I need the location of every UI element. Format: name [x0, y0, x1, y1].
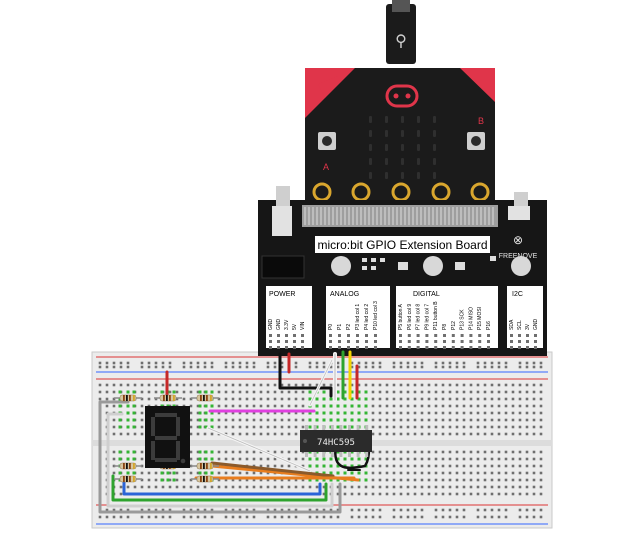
segment [151, 441, 155, 460]
display-segments [151, 413, 180, 462]
pin-label: P0 [328, 324, 334, 330]
board-title: micro:bit GPIO Extension Board [317, 238, 487, 252]
digital-section-label: DIGITAL [413, 291, 440, 298]
microbit: ⚲ A B [305, 0, 495, 202]
segment [155, 458, 177, 462]
pin-label: P7 led col 8 [416, 304, 422, 330]
segment [176, 441, 180, 460]
pin-label: P15 MOSI [477, 307, 483, 330]
board-title-box [315, 236, 490, 253]
pin-label: P6 led col 9 [407, 304, 413, 330]
buzzer-right [511, 256, 531, 276]
brand-logo-icon: ⊗ [513, 233, 523, 247]
wire-black-gnd[interactable] [278, 352, 333, 398]
pin-label: VIN [300, 321, 306, 330]
wire-lightgray-seg[interactable] [106, 412, 334, 508]
resistor[interactable] [114, 475, 142, 483]
pin-label: GND [268, 319, 274, 331]
pin-label: GND [276, 319, 282, 331]
pin-label: 3.3V [284, 319, 290, 330]
segment [155, 413, 177, 417]
shift-register-chip: 74HC595 [300, 425, 372, 457]
i2c-section-label: I2C [512, 291, 523, 298]
wire-gray-seg[interactable] [98, 400, 342, 514]
chip-body [300, 430, 372, 452]
pin-label: P4 led col 2 [364, 304, 370, 330]
led-matrix [369, 116, 436, 179]
pin-label: 3V [525, 323, 531, 330]
pin-label: P14 MISO [468, 307, 474, 330]
display-digit: 8 [0, 0, 1, 1]
power-jack [261, 255, 305, 279]
pin-label: P12 [451, 321, 457, 330]
button-b-label: B [478, 116, 484, 126]
seven-segment-display: 8 [0, 0, 190, 468]
segment [151, 417, 155, 436]
resistor[interactable] [191, 462, 219, 470]
resistor[interactable] [191, 475, 219, 483]
usb-cable [386, 4, 416, 64]
buzzer-center [423, 256, 443, 276]
pin-label: GND [533, 319, 539, 331]
pin-label: P13 SCK [460, 309, 466, 330]
segment [155, 436, 177, 440]
microbit-body [305, 68, 495, 200]
pin-label: P1 [337, 324, 343, 330]
pin-label: P2 [346, 324, 352, 330]
resistor[interactable] [114, 462, 142, 470]
wire-green-seg[interactable] [111, 474, 328, 502]
extension-board: micro:bit GPIO Extension Board FREENOVE … [258, 186, 547, 356]
pin-label: P5 button A [398, 303, 404, 330]
wire-brown-seg[interactable] [210, 461, 335, 478]
resistor[interactable] [191, 394, 219, 402]
pin-label: P8 [442, 324, 448, 330]
buzzer-left [331, 256, 351, 276]
chip-label: 74HC595 [317, 438, 355, 448]
microbit-logo [385, 84, 419, 108]
decimal-point [180, 458, 186, 464]
resistor[interactable] [154, 394, 182, 402]
pin-label: P3 led col 1 [355, 304, 361, 330]
microbit-accent-left [305, 68, 355, 118]
analog-section-label: ANALOG [330, 291, 359, 298]
pin-label: SCL [517, 320, 523, 330]
usb-icon: ⚲ [395, 33, 407, 50]
pin-label: P9 led col 7 [424, 304, 430, 330]
power-section-label: POWER [269, 291, 295, 298]
microbit-accent-right [460, 68, 495, 102]
pin-label: P16 [486, 321, 492, 330]
pin-label: P11 button B [433, 301, 439, 330]
wire-blue-seg[interactable] [122, 478, 322, 496]
wires [98, 350, 371, 514]
button-a-label: A [323, 162, 329, 172]
resistor[interactable] [114, 394, 142, 402]
pin-label: SDA [509, 319, 515, 330]
segment [176, 417, 180, 436]
pin-label: 5V [292, 323, 298, 330]
pin-label: P10 led col 3 [373, 301, 379, 330]
